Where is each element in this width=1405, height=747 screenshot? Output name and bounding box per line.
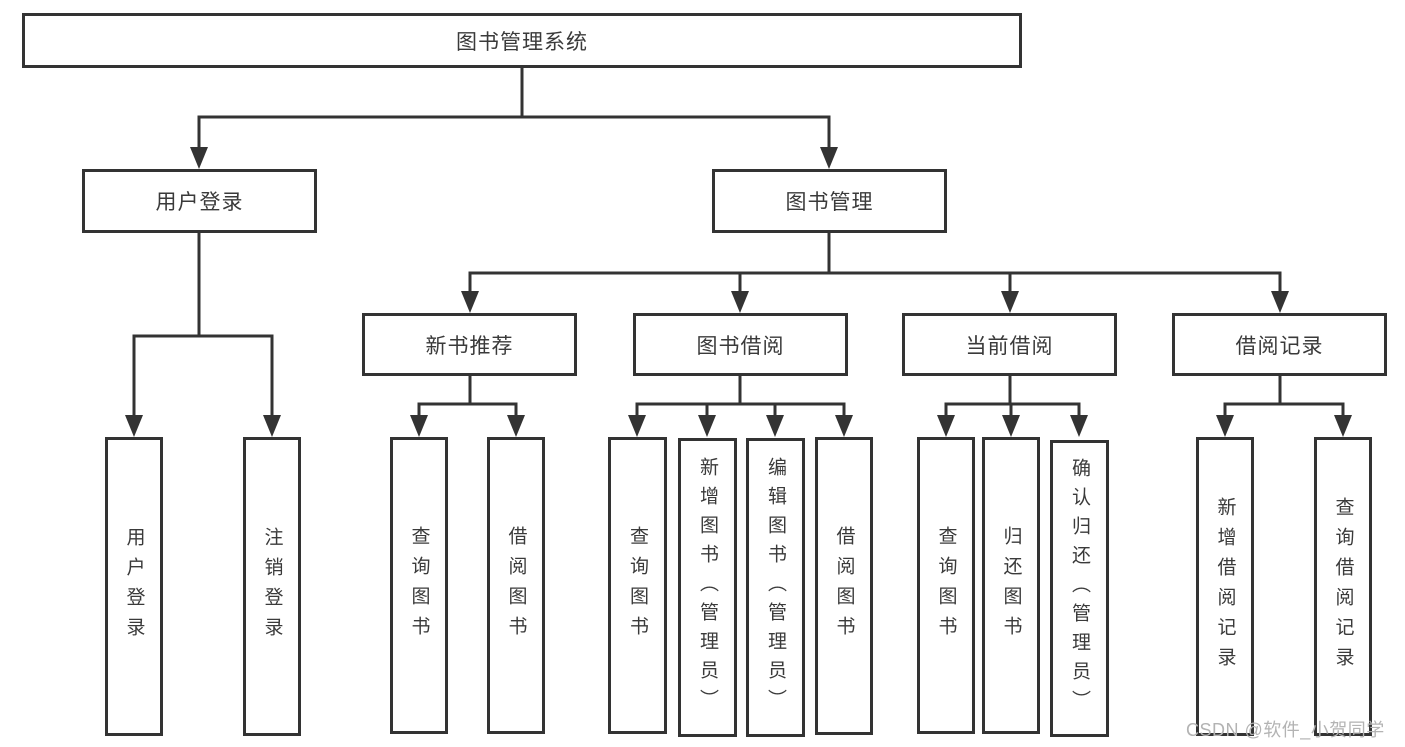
leaf-add-book-admin: 新增图书（管理员） [678,438,737,737]
leaf-query-books-3: 查询图书 [917,437,975,734]
leaf-confirm-return-admin: 确认归还（管理员） [1050,440,1109,737]
leaf-query-books-1-label: 查询图书 [408,525,430,646]
node-user-login: 用户登录 [82,169,317,233]
leaf-borrow-books-2: 借阅图书 [815,437,873,735]
leaf-confirm-return-admin-label: 确认归还（管理员） [1069,458,1090,719]
leaf-borrow-books-1: 借阅图书 [487,437,545,734]
node-book-borrow-label: 图书借阅 [696,334,785,358]
leaf-query-books-2: 查询图书 [608,437,667,734]
node-borrow-records-label: 借阅记录 [1235,334,1324,358]
leaf-query-books-3-label: 查询图书 [935,525,957,646]
leaf-query-borrow-record: 查询借阅记录 [1314,437,1372,736]
node-book-management: 图书管理 [712,169,947,233]
node-user-login-label: 用户登录 [155,191,244,214]
node-current-borrow: 当前借阅 [902,313,1117,376]
node-borrow-records: 借阅记录 [1172,313,1387,376]
arrowheads [125,147,1352,437]
leaf-borrow-books-1-label: 借阅图书 [505,525,527,646]
watermark: CSDN @软件_小贺同学 [1186,720,1385,740]
leaf-user-login: 用户登录 [105,437,163,736]
leaf-edit-book-admin-label: 编辑图书（管理员） [765,457,786,718]
node-root: 图书管理系统 [22,13,1022,68]
leaf-return-book-label: 归还图书 [1000,525,1022,646]
leaf-borrow-books-2-label: 借阅图书 [833,526,855,646]
leaf-logout-login: 注销登录 [243,437,301,736]
node-book-borrow: 图书借阅 [633,313,848,376]
leaf-user-login-label: 用户登录 [123,526,145,647]
node-new-book-recommend: 新书推荐 [362,313,577,376]
node-new-book-recommend-label: 新书推荐 [425,334,514,358]
leaf-query-books-2-label: 查询图书 [627,525,648,646]
leaf-add-book-admin-label: 新增图书（管理员） [697,457,718,718]
leaf-query-books-1: 查询图书 [390,437,448,734]
leaf-add-borrow-record-label: 新增借阅记录 [1214,496,1236,677]
leaf-return-book: 归还图书 [982,437,1040,734]
leaf-add-borrow-record: 新增借阅记录 [1196,437,1254,736]
node-current-borrow-label: 当前借阅 [965,334,1054,358]
leaf-query-borrow-record-label: 查询借阅记录 [1332,496,1354,677]
node-book-management-label: 图书管理 [785,191,874,214]
leaf-edit-book-admin: 编辑图书（管理员） [746,438,805,737]
node-root-label: 图书管理系统 [456,30,588,54]
leaf-logout-login-label: 注销登录 [261,526,283,647]
